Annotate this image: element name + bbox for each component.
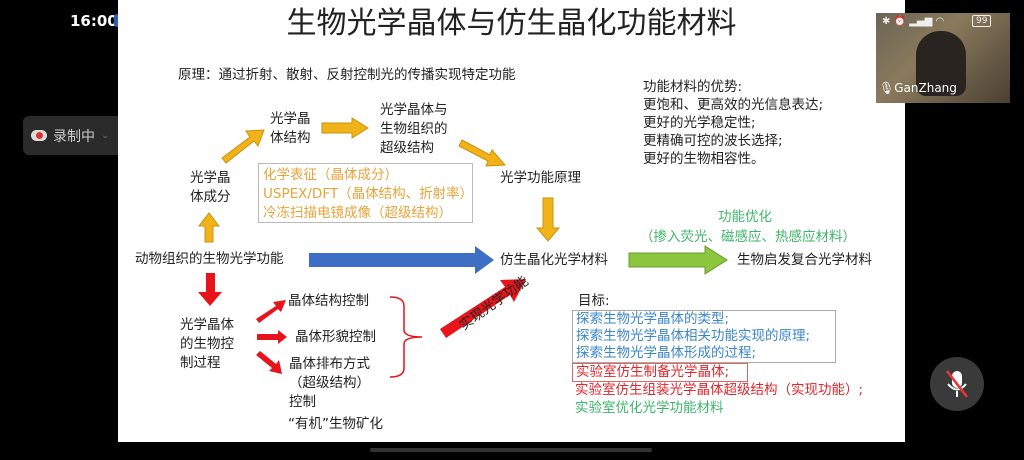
arrow-realize-function	[440, 279, 526, 338]
recording-label: 录制中	[53, 128, 95, 145]
recording-indicator[interactable]: 录制中 ⌄	[23, 116, 124, 155]
method-item: 化学表征（晶体成分）	[263, 167, 398, 183]
arrow-structure-to-super	[321, 117, 369, 139]
control-structure: 晶体结构控制	[288, 293, 369, 309]
chevron-down-icon: ⌄	[101, 130, 110, 141]
microphone-off-icon	[946, 370, 968, 398]
presentation-slide: 生物光学晶体与仿生晶化功能材料 原理：通过折射、散射、反射控制光的传播实现特定功…	[118, 0, 905, 442]
arrow-principle-down	[535, 197, 561, 242]
node-bioinspired-material: 生物启发复合光学材料	[737, 252, 872, 268]
advantages-text: 功能材料的优势: 更饱和、更高效的光信息表达; 更好的光学稳定性; 更精确可控的…	[643, 79, 824, 167]
participant-video[interactable]: ✱ ⏰ ▂▄▆ ◠ 99 🎙GanZhang	[876, 13, 1010, 103]
goal-prepare-box: 实验室仿生制备光学晶体;	[572, 363, 748, 382]
slide-title: 生物光学晶体与仿生晶化功能材料	[286, 6, 737, 41]
node-bio-control: 光学晶体 的生物控 制过程	[180, 317, 234, 371]
optimization-detail: （掺入荧光、磁感应、热感应材料）	[640, 229, 856, 245]
goal-item: 实验室仿生组装光学晶体超级结构（实现功能）;	[575, 382, 864, 398]
node-animal-function: 动物组织的生物光学功能	[135, 251, 284, 267]
goals-title: 目标:	[578, 293, 610, 309]
node-biomimetic-material: 仿生晶化光学材料	[500, 252, 608, 268]
bluetooth-alarm-signal-icons: ✱ ⏰ ▂▄▆ ◠	[882, 16, 945, 27]
arrow-animal-up	[197, 212, 221, 243]
control-arrangement: 晶体排布方式 （超级结构） 控制	[289, 356, 370, 410]
arrow-composition-to-structure	[221, 129, 265, 164]
microphone-icon: 🎙	[879, 81, 895, 95]
home-indicator-bar[interactable]	[370, 448, 652, 452]
arrow-to-arrangement-control	[256, 351, 282, 374]
methods-box: 化学表征（晶体成分） USPEX/DFT（晶体结构、折射率） 冷冻扫描电镜成像（…	[258, 163, 473, 223]
cloud-record-icon	[31, 130, 47, 141]
optimization-title: 功能优化	[718, 209, 772, 225]
control-morphology: 晶体形貌控制	[295, 329, 376, 345]
arrow-to-structure-control	[256, 300, 286, 323]
goal-item: 实验室优化光学功能材料	[575, 400, 724, 416]
arrow-to-morphology-control	[257, 330, 287, 344]
participant-silhouette	[916, 31, 966, 96]
brace	[389, 296, 423, 378]
arrow-animal-down	[198, 273, 222, 306]
goal-item: 探索生物光学晶体相关功能实现的原理;	[576, 328, 811, 344]
arrow-animal-to-biomimetic	[309, 246, 494, 274]
battery-indicator: 99	[972, 15, 992, 27]
method-item: USPEX/DFT（晶体结构、折射率）	[263, 186, 474, 202]
node-crystal-structure: 光学晶 体结构	[270, 111, 311, 146]
arrow-super-to-principle	[458, 139, 507, 167]
node-crystal-composition: 光学晶 体成分	[190, 170, 231, 205]
participant-name-row: 🎙GanZhang	[879, 81, 957, 95]
mute-microphone-button[interactable]	[930, 357, 984, 411]
node-optical-principle: 光学功能原理	[500, 170, 581, 186]
status-time: 16:00	[70, 12, 118, 30]
goals-explore-box: 探索生物光学晶体的类型; 探索生物光学晶体相关功能实现的原理; 探索生物光学晶体…	[572, 310, 836, 363]
participant-name: GanZhang	[894, 81, 957, 95]
method-item: 冷冻扫描电镜成像（超级结构）	[263, 205, 452, 221]
goal-item: 探索生物光学晶体的类型;	[576, 311, 730, 327]
diagram-arrows	[197, 117, 728, 378]
principle-text: 原理：通过折射、散射、反射控制光的传播实现特定功能	[178, 67, 516, 83]
arrow-biomimetic-to-bioinspired	[628, 245, 728, 275]
goal-item: 实验室仿生制备光学晶体;	[576, 364, 730, 380]
goal-item: 探索生物光学晶体形成的过程;	[576, 345, 757, 361]
node-superstructure: 光学晶体与 生物组织的 超级结构	[380, 102, 448, 156]
mineralization-text: “有机”生物矿化	[288, 416, 383, 432]
